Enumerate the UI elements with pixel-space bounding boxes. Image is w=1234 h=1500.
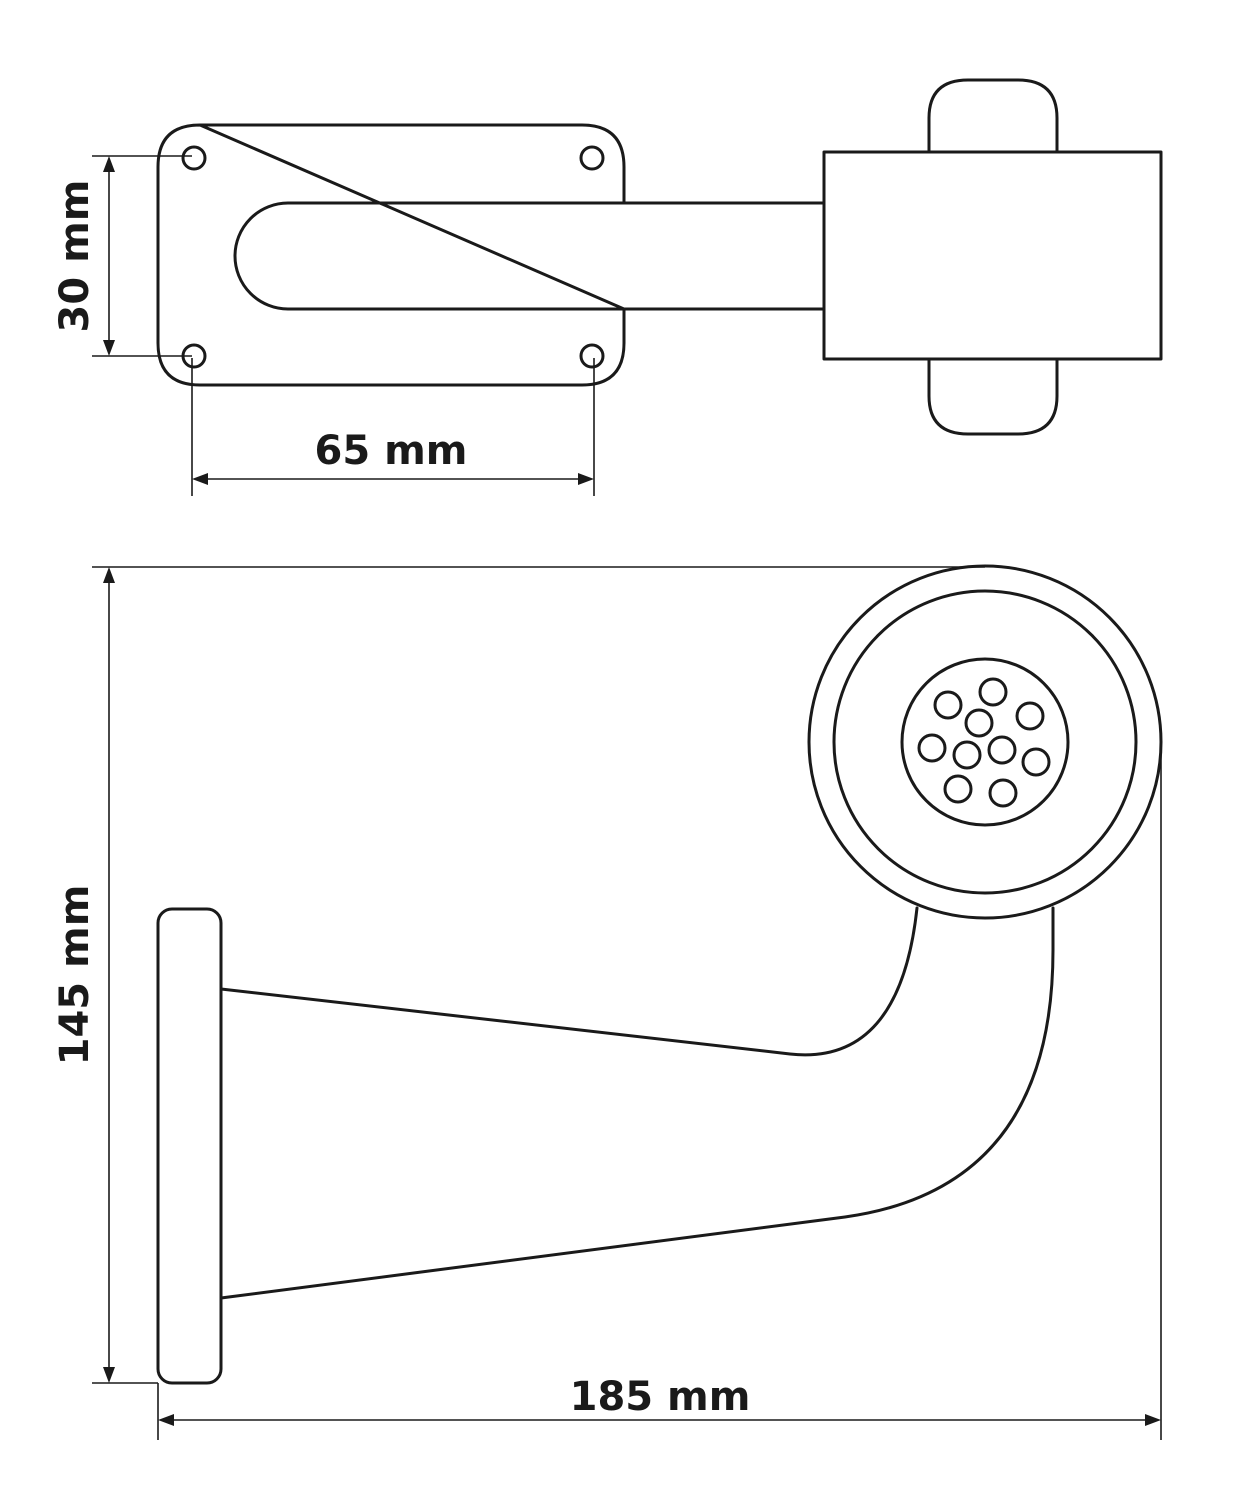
led xyxy=(917,733,947,763)
dimension-65mm: 65 mm xyxy=(191,358,595,496)
dimension-label-30mm: 30 mm xyxy=(52,180,98,333)
dimension-label-65mm: 65 mm xyxy=(315,428,468,474)
led xyxy=(964,708,994,738)
led xyxy=(1015,701,1045,731)
led xyxy=(943,774,973,804)
led xyxy=(978,677,1008,707)
led xyxy=(988,778,1018,808)
mounting-hole-bottom-right xyxy=(579,343,605,369)
lamp-head-outer-ring xyxy=(807,564,1163,920)
top-lamp-cap-upper xyxy=(927,78,1059,154)
top-lamp-body xyxy=(822,150,1163,361)
mounting-hole-top-left xyxy=(181,145,207,171)
top-mounting-plate xyxy=(156,123,626,387)
led-cluster xyxy=(917,677,1051,808)
led xyxy=(987,735,1017,765)
side-mounting-base xyxy=(156,907,223,1385)
lamp-lens xyxy=(900,657,1070,827)
dimension-145mm: 145 mm xyxy=(52,566,985,1384)
dimension-185mm: 185 mm xyxy=(157,742,1162,1440)
led xyxy=(933,690,963,720)
dimension-30mm: 30 mm xyxy=(52,155,192,357)
dimension-label-145mm: 145 mm xyxy=(52,885,98,1066)
top-lamp-cap-lower xyxy=(927,357,1059,436)
mounting-hole-top-right xyxy=(579,145,605,171)
side-arm xyxy=(219,906,1055,1300)
dimension-label-185mm: 185 mm xyxy=(570,1374,751,1420)
top-view: 30 mm 65 mm xyxy=(52,78,1163,496)
led xyxy=(952,740,982,770)
top-arm xyxy=(233,201,826,311)
side-view: 145 mm 185 mm xyxy=(52,564,1163,1440)
lamp-head-inner-ring xyxy=(832,589,1138,895)
led xyxy=(1021,747,1051,777)
